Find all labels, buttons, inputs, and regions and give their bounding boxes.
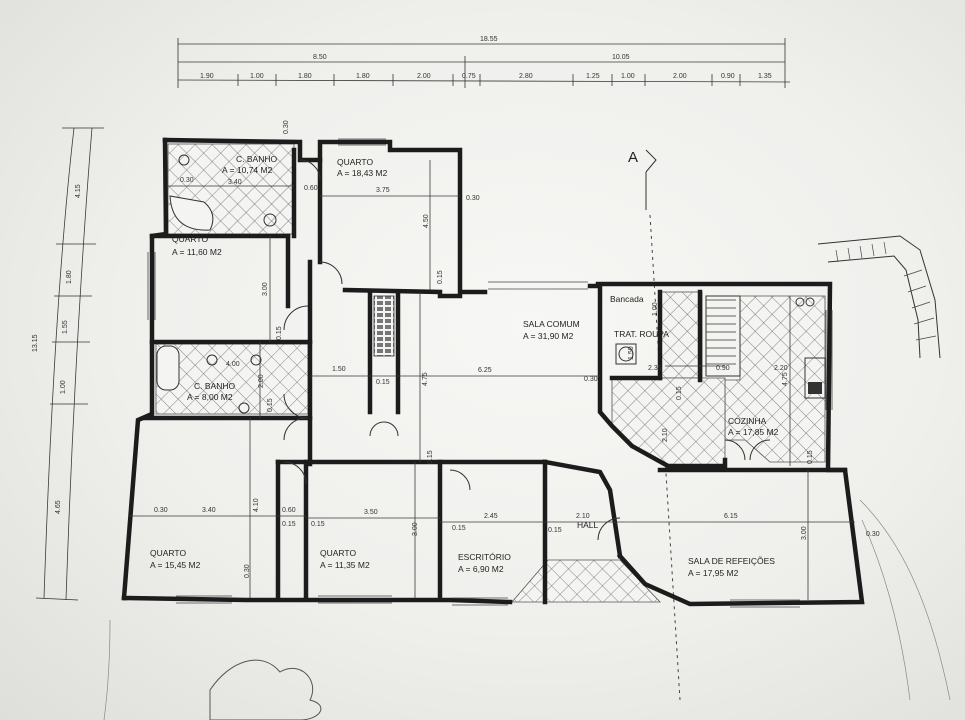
room-area: A = 18,43 M2 [337, 168, 388, 178]
dim-top-seg: 1.80 [356, 73, 370, 80]
dim-label: 0.15 [548, 527, 562, 534]
room-area: A = 15,45 M2 [150, 560, 201, 570]
dim-label: 4.50 [423, 214, 430, 228]
dim-label: 0.30 [584, 376, 598, 383]
dim-label: 0.15 [267, 398, 274, 412]
dim-top-seg: 1.35 [758, 73, 772, 80]
internal-dim-labels: 0.30 3.40 0.60 0.30 3.75 0.30 4.50 0.15 … [154, 120, 880, 578]
left-dimensions: 13.15 4.15 1.80 1.55 1.00 4.65 [32, 127, 104, 601]
dim-label: 2.00 [258, 374, 265, 388]
dim-label: 0.30 [180, 177, 194, 184]
dim-label: 3.00 [262, 282, 269, 296]
room-area: A = 17,85 M2 [728, 427, 779, 437]
dim-label: 0.15 [376, 379, 390, 386]
dim-label: 0.30 [866, 531, 880, 538]
room-name: TRAT. ROUPA [614, 329, 669, 339]
room-name: COZINHA [728, 416, 767, 426]
dim-left-seg: 4.15 [75, 184, 82, 198]
dim-top-seg: 2.00 [417, 73, 431, 80]
dim-label: 0.15 [807, 450, 814, 464]
dim-top-right: 10.05 [612, 54, 630, 61]
dim-label: 0.30 [466, 195, 480, 202]
room-name: C. BANHO [194, 381, 235, 391]
dim-label: 0.15 [282, 521, 296, 528]
room-labels: C. BANHO A = 10,74 M2 QUARTO A = 18,43 M… [150, 154, 779, 578]
room-name: HALL [577, 520, 599, 530]
dim-label: 4.00 [226, 361, 240, 368]
fixtures [103, 138, 951, 720]
room-area: A = 31,90 M2 [523, 331, 574, 341]
dim-top-seg: 2.80 [519, 73, 533, 80]
dim-total-top: 18.55 [480, 36, 498, 43]
dim-label: 3.00 [412, 522, 419, 536]
dim-label: 1.00 [652, 302, 659, 316]
dim-label: 6.15 [724, 513, 738, 520]
dim-label: 3.75 [376, 187, 390, 194]
room-name: SALA COMUM [523, 319, 580, 329]
dim-label: 0.60 [282, 507, 296, 514]
dim-label: 4.10 [253, 498, 260, 512]
dim-top-seg: 1.80 [298, 73, 312, 80]
room-area: A = 8,00 M2 [187, 392, 233, 402]
dim-label: 0.60 [304, 185, 318, 192]
dim-top-seg: 0.75 [462, 73, 476, 80]
dim-top-seg: 1.25 [586, 73, 600, 80]
section-marker: A [628, 149, 681, 701]
room-name: QUARTO [150, 548, 186, 558]
dim-label: 2.20 [774, 365, 788, 372]
room-name: SALA DE REFEIÇÕES [688, 556, 775, 566]
room-name: C. BANHO [236, 154, 277, 164]
room-area: A = 17,95 M2 [688, 568, 739, 578]
room-name: QUARTO [337, 157, 373, 167]
dim-label: 3.40 [202, 507, 216, 514]
dim-label: 0.15 [437, 270, 444, 284]
dim-label: 2.10 [662, 428, 669, 442]
dim-label: 0.15 [311, 521, 325, 528]
dim-label: 2.35 [648, 365, 662, 372]
dim-label: 3.00 [801, 526, 808, 540]
room-area: A = 10,74 M2 [222, 165, 273, 175]
dim-left-seg: 1.80 [66, 270, 73, 284]
dim-top-seg: 1.00 [250, 73, 264, 80]
internal-dim-lines [128, 160, 855, 600]
dim-total-left: 13.15 [32, 334, 39, 352]
dim-label: 0.15 [676, 386, 683, 400]
room-name: QUARTO [172, 234, 208, 244]
dim-label: 0.30 [154, 507, 168, 514]
dim-label: 2.10 [576, 513, 590, 520]
section-letter: A [628, 149, 638, 166]
room-area: A = 11,60 M2 [172, 247, 222, 257]
dim-label: 0.30 [244, 564, 251, 578]
room-area: A = 11,35 M2 [320, 560, 370, 570]
dim-label: 6.25 [478, 367, 492, 374]
dim-label: 0.15 [427, 450, 434, 464]
room-name: ESCRITÓRIO [458, 552, 511, 562]
dim-label: 1.50 [332, 366, 346, 373]
dim-top-seg: 0.90 [721, 73, 735, 80]
walls [121, 137, 865, 607]
dim-top-seg: 2.00 [673, 73, 687, 80]
dim-label: 2.45 [484, 513, 498, 520]
dim-left-seg: 4.65 [55, 500, 62, 514]
dim-left-seg: 1.55 [62, 320, 69, 334]
room-name: Bancada [610, 294, 644, 304]
dim-label: 4.75 [422, 372, 429, 386]
dim-label: 1.50 [628, 346, 635, 360]
dim-top-seg: 1.00 [621, 73, 635, 80]
dim-left-seg: 1.00 [60, 380, 67, 394]
room-area: A = 6,90 M2 [458, 564, 504, 574]
room-name: QUARTO [320, 548, 356, 558]
dim-label: 4.75 [782, 372, 789, 386]
dim-label: 0.15 [276, 326, 283, 340]
dim-label: 3.40 [228, 179, 242, 186]
dim-top-left: 8.50 [313, 54, 327, 61]
dim-label: 0.90 [716, 365, 730, 372]
dim-label: 0.15 [452, 525, 466, 532]
dim-label: 3.50 [364, 509, 378, 516]
dim-top-seg: 1.90 [200, 73, 214, 80]
dim-label: 0.30 [283, 120, 290, 134]
top-dimensions: 18.55 8.50 10.05 1.90 1.00 1.80 1.80 2.0… [177, 36, 791, 88]
